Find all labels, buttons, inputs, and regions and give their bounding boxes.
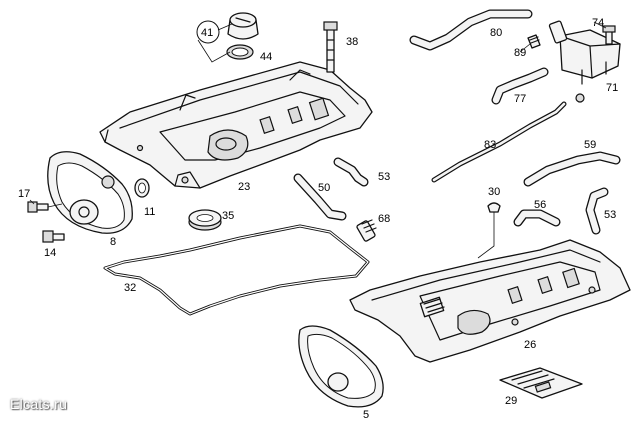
callout-35: 35 [222,210,234,222]
cylinder-head-cover-lower[interactable] [349,239,631,363]
callout-38: 38 [346,36,358,48]
seal-plug[interactable] [188,209,222,231]
vent-hose-80[interactable] [409,9,533,51]
callout-8: 8 [110,236,116,248]
oil-filler-cap[interactable] [227,12,259,40]
callout-23: 23 [238,181,250,193]
filler-cap-seal[interactable] [226,44,254,60]
callout-74: 74 [592,17,604,29]
callout-59: 59 [584,139,596,151]
callout-41: 41 [201,27,213,39]
callout-71: 71 [606,82,618,94]
callout-32: 32 [124,282,136,294]
callout-83: 83 [484,139,496,151]
callout-29: 29 [505,395,517,407]
front-cover-gasket-lower[interactable] [298,325,384,408]
stud-bolt[interactable] [323,21,338,73]
bolt-lower[interactable] [42,230,65,243]
callout-53-left: 53 [378,171,390,183]
callout-5: 5 [363,409,369,421]
sealing-cap-30[interactable] [477,202,501,259]
breather-hose-50[interactable] [293,173,347,221]
hose-56[interactable] [513,209,561,227]
callout-50: 50 [318,182,330,194]
callout-77: 77 [514,93,526,105]
callout-56: 56 [534,199,546,211]
oil-separator-71[interactable] [548,20,621,85]
breather-valve-68[interactable] [356,219,377,242]
elbow-hose-77[interactable] [491,67,549,105]
callout-44: 44 [260,51,272,63]
callout-80: 80 [490,27,502,39]
connector-89[interactable] [527,34,541,49]
cylinder-head-cover-upper[interactable] [99,61,373,189]
seal-ring[interactable] [134,178,150,198]
hose-59[interactable] [523,151,621,187]
callout-30: 30 [488,186,500,198]
screw-74[interactable] [602,25,616,45]
elbow-hose-53-right[interactable] [585,187,609,235]
emission-label[interactable] [499,367,583,399]
cover-gasket[interactable] [103,224,370,316]
callout-14: 14 [44,247,56,259]
watermark: Elcats.ru [10,396,68,412]
callout-26: 26 [524,339,536,351]
front-cover-gasket[interactable] [47,151,133,234]
callout-17: 17 [18,188,30,200]
vent-line-83[interactable] [431,93,585,183]
callout-circle-41 [196,20,220,44]
callout-89: 89 [514,47,526,59]
callout-68: 68 [378,213,390,225]
elbow-hose-53-left[interactable] [333,157,369,187]
callout-53-right: 53 [604,209,616,221]
callout-11: 11 [144,206,155,218]
